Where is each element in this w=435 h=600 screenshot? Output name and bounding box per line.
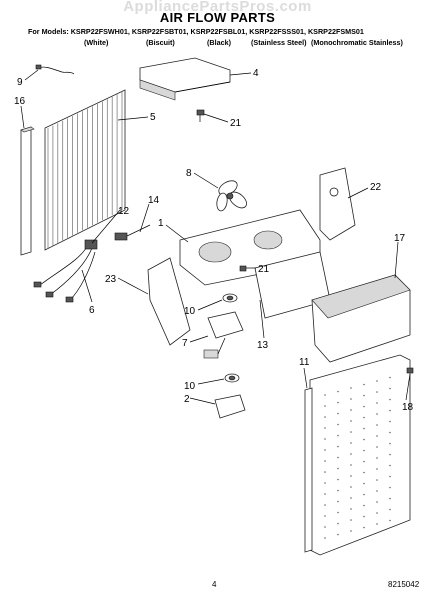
callout-16: 16 — [14, 96, 26, 107]
callout-13: 13 — [257, 340, 269, 351]
part-8-fan-blade — [216, 180, 247, 212]
callout-1: 1 — [158, 218, 164, 229]
callout-9: 9 — [17, 77, 23, 88]
part-22-shroud — [319, 167, 356, 241]
callout-23: 23 — [105, 274, 117, 285]
callout-6: 6 — [89, 305, 95, 316]
part-14-plug — [114, 224, 151, 241]
leader-lines — [20, 69, 411, 405]
part-11-strip — [304, 387, 313, 553]
part-9-sensor — [35, 64, 75, 75]
color-monochromatic: (Monochromatic Stainless) — [311, 38, 403, 47]
part-back-panel — [309, 354, 411, 556]
callout-10-lower: 10 — [184, 381, 196, 392]
part-18-screw — [406, 367, 414, 374]
color-black: (Black) — [207, 38, 231, 47]
color-stainless: (Stainless Steel) — [251, 38, 307, 47]
callout-2: 2 — [184, 394, 190, 405]
models-line: For Models: KSRP22FSWH01, KSRP22FSBT01, … — [28, 27, 364, 36]
callout-10-upper: 10 — [184, 306, 196, 317]
document-number: 8215042 — [388, 580, 420, 589]
part-10-grommet-lower — [224, 373, 240, 383]
page-number: 4 — [212, 580, 217, 589]
callout-labels: 1 2 4 5 6 7 8 9 10 10 11 12 13 14 16 17 … — [14, 68, 414, 413]
callout-4: 4 — [253, 68, 259, 79]
callout-17: 17 — [394, 233, 406, 244]
watermark: AppliancePartsPros.com — [123, 0, 312, 15]
part-5-grille — [44, 89, 126, 251]
part-17-cover — [311, 274, 411, 363]
color-biscuit: (Biscuit) — [146, 38, 175, 47]
part-12-wire-harness — [33, 239, 98, 303]
color-white: (White) — [84, 38, 109, 47]
callout-21-mid: 21 — [258, 264, 270, 275]
callout-11: 11 — [299, 357, 310, 368]
callout-5: 5 — [150, 112, 156, 123]
part-10-grommet-upper — [222, 293, 238, 303]
callout-21-top: 21 — [230, 118, 242, 129]
callout-8: 8 — [186, 168, 192, 179]
part-16-strip — [20, 126, 35, 256]
part-2-motor-bracket — [214, 394, 246, 419]
page-title: AIR FLOW PARTS — [159, 10, 276, 25]
callout-12: 12 — [118, 206, 130, 217]
part-7-motor — [203, 311, 244, 359]
callout-22: 22 — [370, 182, 382, 193]
callout-14: 14 — [148, 195, 160, 206]
part-4-bracket — [139, 57, 231, 101]
callout-7: 7 — [182, 338, 188, 349]
part-21-screw-top — [196, 109, 205, 122]
callout-18: 18 — [402, 402, 414, 413]
part-23-duct — [147, 257, 191, 346]
part-21-screw-mid — [239, 265, 247, 272]
